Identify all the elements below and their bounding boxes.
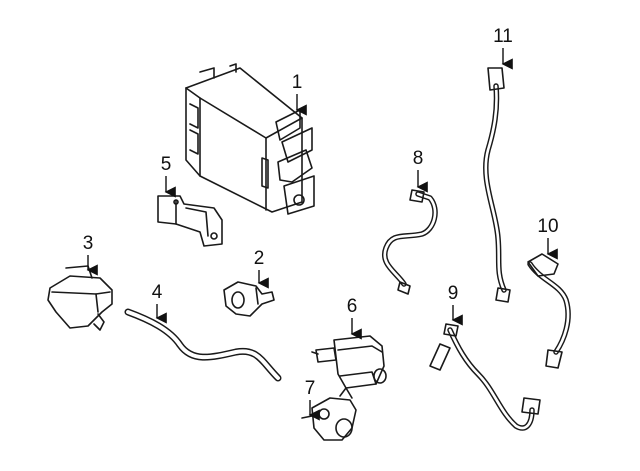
- part-11-oxygen-sensor: [483, 67, 511, 303]
- callout-7: 7: [305, 378, 316, 399]
- part-4-hose: [124, 308, 282, 382]
- callout-4: 4: [152, 282, 163, 303]
- part-9-oxygen-sensor: [429, 323, 541, 431]
- part-5-bracket: [157, 195, 223, 247]
- part-8-oxygen-sensor: [381, 189, 438, 295]
- callout-8: 8: [413, 148, 424, 169]
- callout-10: 10: [537, 216, 558, 237]
- callout-6: 6: [347, 296, 358, 317]
- leader-lines: [86, 48, 558, 421]
- part-6-solenoid: [311, 335, 387, 389]
- part-2-fitting: [223, 281, 275, 317]
- part-3-housing: [47, 265, 113, 331]
- callout-11: 11: [493, 26, 513, 47]
- callout-2: 2: [254, 248, 265, 269]
- part-1-vapor-canister: [185, 63, 315, 215]
- callout-3: 3: [83, 233, 94, 254]
- callout-5: 5: [161, 154, 172, 175]
- callout-9: 9: [448, 283, 459, 304]
- callout-1: 1: [292, 72, 303, 93]
- part-10-oxygen-sensor: [527, 253, 571, 369]
